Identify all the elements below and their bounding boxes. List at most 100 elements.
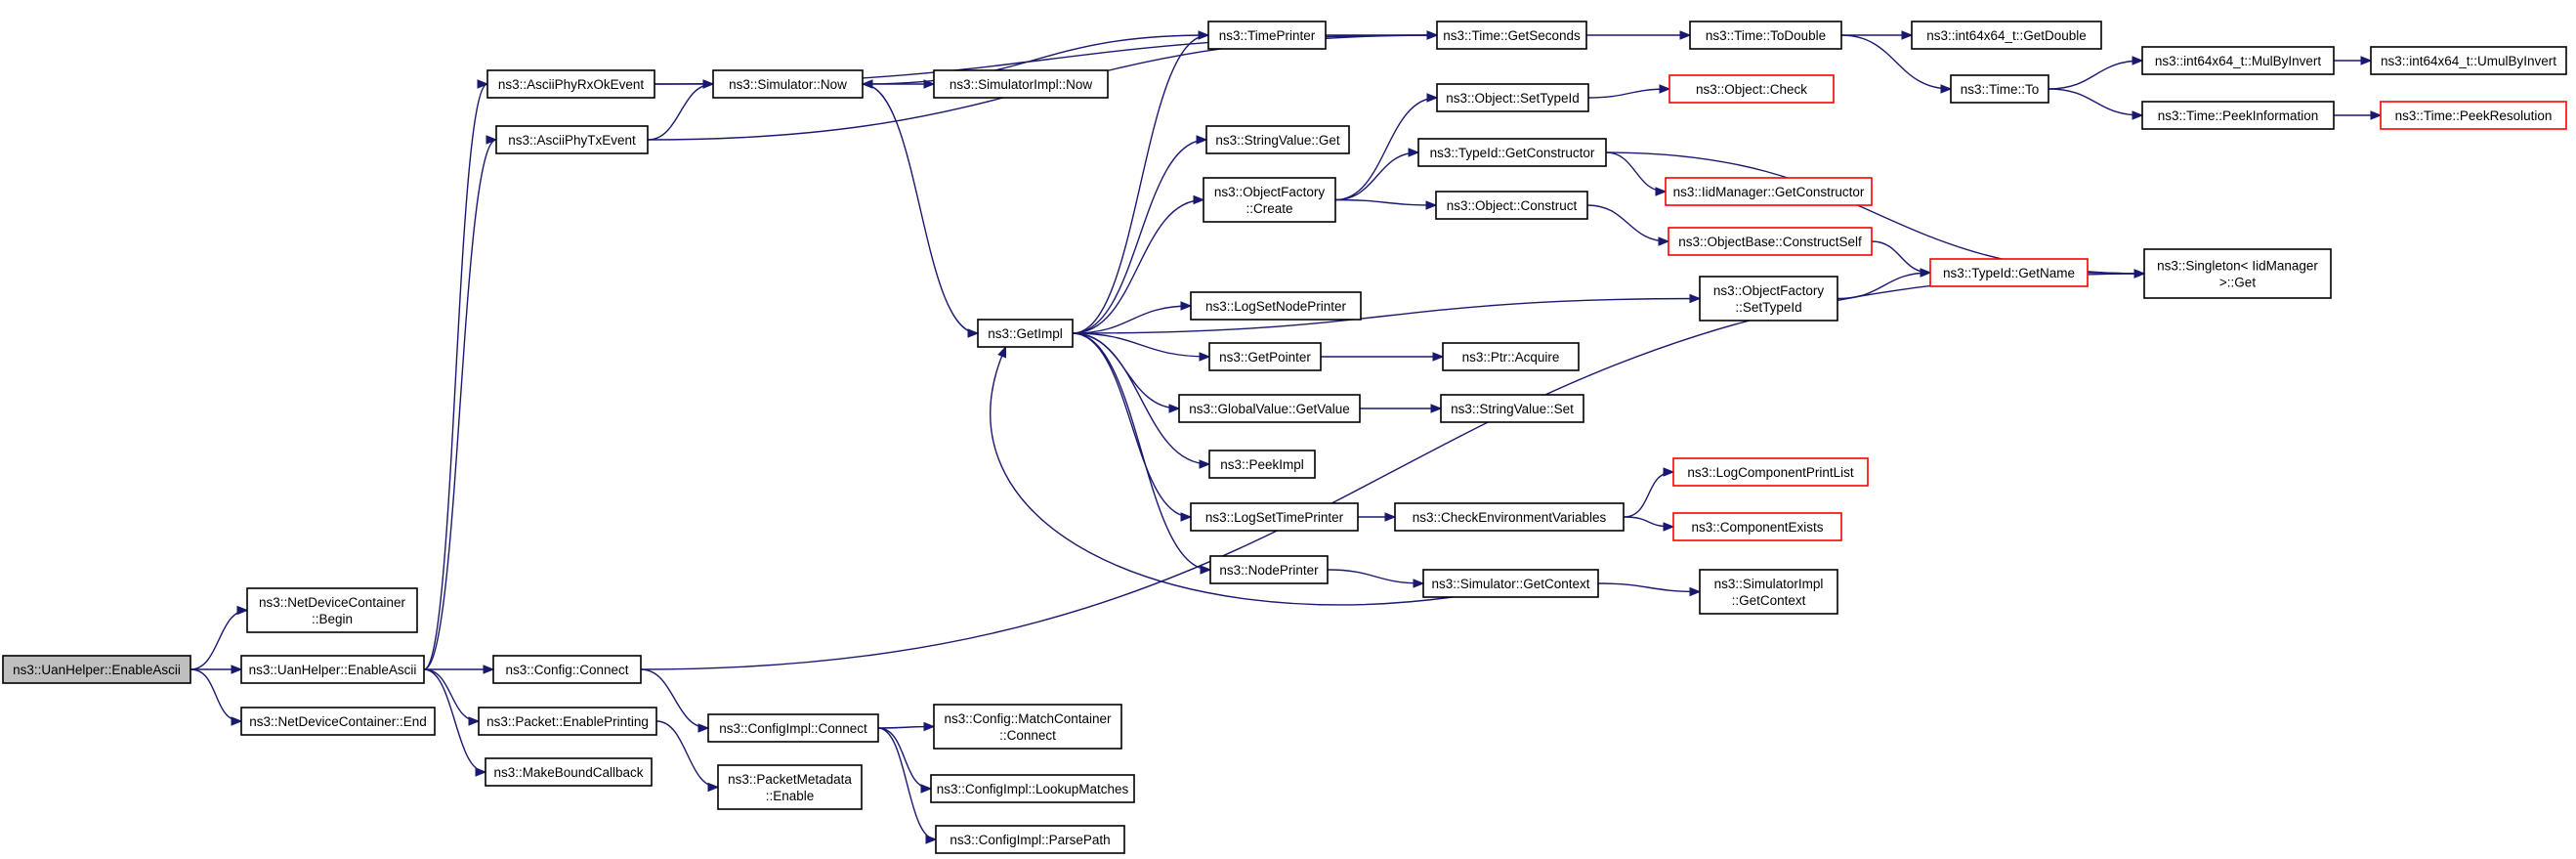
edge-arrowhead <box>707 782 720 793</box>
node-ns3-logcomponentprintlist[interactable]: ns3::LogComponentPrintList <box>1672 457 1869 487</box>
node-ns3-object-check[interactable]: ns3::Object::Check <box>1668 74 1835 104</box>
edge-arrowhead <box>1920 268 1932 278</box>
node-label: ::Connect <box>999 728 1056 743</box>
node-ns3-typeid-getconstructor[interactable]: ns3::TypeId::GetConstructor <box>1417 138 1607 167</box>
edge-n1-to-n2 <box>190 605 249 670</box>
node-box <box>1435 191 1588 220</box>
edge-arrowhead <box>923 79 936 89</box>
node-ns3-asciiphytxevent[interactable]: ns3::AsciiPhyTxEvent <box>495 125 649 154</box>
node-ns3-object-construct[interactable]: ns3::Object::Construct <box>1435 191 1588 220</box>
edge-arrowhead <box>1199 459 1211 469</box>
node-ns3-objectfactory-settypeid[interactable]: ns3::ObjectFactory::SetTypeId <box>1699 276 1838 322</box>
node-ns3-objectfactory-create[interactable]: ns3::ObjectFactory::Create <box>1203 177 1336 223</box>
node-ns3-uanhelper-enableascii[interactable]: ns3::UanHelper::EnableAscii <box>240 655 425 684</box>
node-ns3-int64x64-t-mulbyinvert[interactable]: ns3::int64x64_t::MulByInvert <box>2141 46 2335 75</box>
edge-arrowhead <box>1425 200 1438 210</box>
node-ns3-makeboundcallback[interactable]: ns3::MakeBoundCallback <box>485 757 653 787</box>
edge-n13-to-n16 <box>1072 135 1208 334</box>
edge-arrowhead <box>486 135 498 145</box>
node-ns3-time-peekresolution[interactable]: ns3::Time::PeekResolution <box>2380 101 2567 130</box>
edge-arrowhead <box>997 345 1006 359</box>
node-box <box>1203 177 1336 223</box>
edge-n33-to-n40 <box>1623 516 1675 532</box>
node-ns3-int64x64-t-umulbyinvert[interactable]: ns3::int64x64_t::UmulByInvert <box>2370 46 2567 75</box>
edge-arrowhead <box>1180 301 1193 311</box>
node-ns3-objectbase-constructself[interactable]: ns3::ObjectBase::ConstructSelf <box>1668 227 1873 256</box>
edge-n7-to-n46 <box>640 269 2146 670</box>
node-ns3-config-matchcontainer-connect[interactable]: ns3::Config::MatchContainer::Connect <box>933 704 1122 750</box>
node-ns3-int64x64-t-getdouble[interactable]: ns3::int64x64_t::GetDouble <box>1911 21 2102 50</box>
node-ns3-config-connect[interactable]: ns3::Config::Connect <box>492 655 642 684</box>
edge-n30-to-n37 <box>1586 204 1670 246</box>
edge-n1-to-n3 <box>190 665 243 674</box>
node-ns3-singleton-iidmanager-get[interactable]: ns3::Singleton< IidManager >::Get <box>2143 248 2332 299</box>
node-ns3-getpointer[interactable]: ns3::GetPointer <box>1208 342 1322 371</box>
node-ns3-ptr-acquire[interactable]: ns3::Ptr::Acquire <box>1442 342 1580 371</box>
node-ns3-simulator-getcontext[interactable]: ns3::Simulator::GetContext <box>1422 569 1599 598</box>
edge-n13-to-n22 <box>1072 332 1193 522</box>
node-box <box>240 655 425 684</box>
node-ns3-componentexists[interactable]: ns3::ComponentExists <box>1672 512 1842 541</box>
node-ns3-simulatorimpl-getcontext[interactable]: ns3::SimulatorImpl::GetContext <box>1699 569 1838 615</box>
edge-n43-to-n46 <box>2087 269 2146 279</box>
node-box <box>1911 21 2102 50</box>
edge-arrowhead <box>1426 93 1439 103</box>
edge-n34-to-n13 <box>990 345 1454 606</box>
node-label: ns3::SimulatorImpl <box>1714 577 1824 591</box>
edge-line <box>2048 88 2143 116</box>
edge-n13-to-n23 <box>1072 332 1212 575</box>
node-ns3-peekimpl[interactable]: ns3::PeekImpl <box>1208 450 1316 479</box>
edge-line <box>1586 204 1669 242</box>
node-ns3-simulatorimpl-now[interactable]: ns3::SimulatorImpl::Now <box>933 69 1109 99</box>
node-ns3-configimpl-parsepath[interactable]: ns3::ConfigImpl::ParsePath <box>935 825 1125 854</box>
node-label: ns3::int64x64_t::GetDouble <box>1926 28 2087 43</box>
node-box <box>2143 248 2332 299</box>
node-ns3-time-to[interactable]: ns3::Time::To <box>1950 74 2049 104</box>
node-ns3-iidmanager-getconstructor[interactable]: ns3::IidManager::GetConstructor <box>1665 177 1873 206</box>
node-ns3-logsettimeprinter[interactable]: ns3::LogSetTimePrinter <box>1190 502 1359 532</box>
edge-line <box>1327 569 1424 584</box>
node-ns3-logsetnodeprinter[interactable]: ns3::LogSetNodePrinter <box>1190 291 1362 321</box>
node-ns3-globalvalue-getvalue[interactable]: ns3::GlobalValue::GetValue <box>1178 394 1361 423</box>
node-label: ns3::Time::ToDouble <box>1706 28 1826 43</box>
node-ns3-timeprinter[interactable]: ns3::TimePrinter <box>1207 21 1327 50</box>
node-ns3-uanhelper-enableascii[interactable]: ns3::UanHelper::EnableAscii <box>2 655 191 684</box>
edge-n11-to-n27 <box>1326 30 1439 40</box>
node-label: ns3::CheckEnvironmentVariables <box>1413 510 1607 525</box>
node-ns3-simulator-now[interactable]: ns3::Simulator::Now <box>712 69 864 99</box>
node-ns3-nodeprinter[interactable]: ns3::NodePrinter <box>1209 555 1329 584</box>
edge-arrowhead <box>861 79 873 89</box>
node-ns3-netdevicecontainer-end[interactable]: ns3::NetDeviceContainer::End <box>240 707 436 736</box>
node-ns3-asciiphyrxokevent[interactable]: ns3::AsciiPhyRxOkEvent <box>486 69 655 99</box>
node-ns3-stringvalue-get[interactable]: ns3::StringValue::Get <box>1205 125 1350 154</box>
node-ns3-getimpl[interactable]: ns3::GetImpl <box>977 319 1074 348</box>
edge-n27-to-n42 <box>1586 30 1692 40</box>
edge-line <box>1334 198 1437 206</box>
node-ns3-configimpl-connect[interactable]: ns3::ConfigImpl::Connect <box>707 713 879 743</box>
node-label: ns3::StringValue::Set <box>1451 402 1574 416</box>
node-ns3-packet-enableprinting[interactable]: ns3::Packet::EnablePrinting <box>478 707 657 736</box>
node-label: ::Create <box>1246 201 1292 216</box>
node-ns3-stringvalue-set[interactable]: ns3::StringValue::Set <box>1440 394 1584 423</box>
node-label: ns3::Time::To <box>1961 82 2040 97</box>
edge-arrowhead <box>1432 352 1445 362</box>
edge-n13-to-n19 <box>1072 332 1211 362</box>
node-box <box>1699 569 1838 615</box>
node-ns3-typeid-getname[interactable]: ns3::TypeId::GetName <box>1929 258 2089 287</box>
node-label: ns3::Time::PeekInformation <box>2158 108 2319 123</box>
node-ns3-time-peekinformation[interactable]: ns3::Time::PeekInformation <box>2141 101 2335 130</box>
edge-arrowhead <box>1430 404 1443 413</box>
node-ns3-packetmetadata-enable[interactable]: ns3::PacketMetadata::Enable <box>717 764 863 810</box>
node-box <box>2141 46 2335 75</box>
node-ns3-checkenvironmentvariables[interactable]: ns3::CheckEnvironmentVariables <box>1394 502 1625 532</box>
edge-arrowhead <box>1200 565 1212 575</box>
node-ns3-netdevicecontainer-begin[interactable]: ns3::NetDeviceContainer::Begin <box>246 587 418 633</box>
node-ns3-time-getseconds[interactable]: ns3::Time::GetSeconds <box>1436 21 1587 50</box>
edge-arrowhead <box>483 665 495 674</box>
node-ns3-configimpl-lookupmatches[interactable]: ns3::ConfigImpl::LookupMatches <box>930 774 1135 803</box>
edge-arrowhead <box>477 79 489 89</box>
node-ns3-time-todouble[interactable]: ns3::Time::ToDouble <box>1689 21 1842 50</box>
edge-arrowhead <box>925 835 938 844</box>
edge-arrowhead <box>1408 148 1420 157</box>
node-ns3-object-settypeid[interactable]: ns3::Object::SetTypeId <box>1436 83 1589 112</box>
